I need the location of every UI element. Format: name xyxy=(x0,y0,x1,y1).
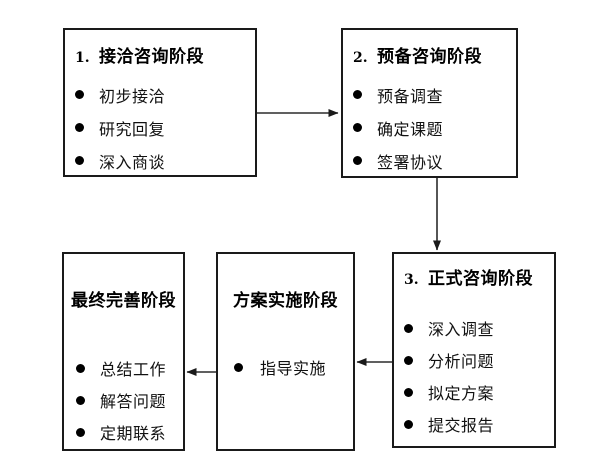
stage-2-header: 2. 预备咨询阶段 xyxy=(343,42,516,67)
stage-3-item-1: 分析问题 xyxy=(428,352,495,371)
list-item: 拟定方案 xyxy=(394,376,554,408)
stage-4-items: 指导实施 xyxy=(218,352,353,382)
list-item: 签署协议 xyxy=(343,144,516,177)
stage-4-title: 方案实施阶段 xyxy=(233,291,338,311)
stage-2-title: 预备咨询阶段 xyxy=(377,47,482,67)
bullet-icon xyxy=(65,123,99,132)
stage-5-item-1: 解答问题 xyxy=(100,392,167,411)
list-item: 深入调查 xyxy=(394,312,554,344)
stage-box-5[interactable]: 最终完善阶段 总结工作 解答问题 定期联系 xyxy=(62,252,185,451)
stage-3-items: 深入调查 分析问题 拟定方案 提交报告 xyxy=(394,312,554,440)
bullet-icon xyxy=(394,420,428,429)
stage-5-item-2: 定期联系 xyxy=(100,424,167,443)
stage-box-2[interactable]: 2. 预备咨询阶段 预备调查 确定课题 签署协议 xyxy=(341,28,518,178)
bullet-icon xyxy=(218,363,248,372)
stage-2-items: 预备调查 确定课题 签署协议 xyxy=(343,78,516,177)
stage-1-header: 1. 接洽咨询阶段 xyxy=(65,42,255,67)
bullet-icon xyxy=(343,123,377,132)
stage-3-item-2: 拟定方案 xyxy=(428,384,495,403)
bullet-icon xyxy=(394,356,428,365)
list-item: 分析问题 xyxy=(394,344,554,376)
stage-1-title: 接洽咨询阶段 xyxy=(99,47,204,67)
bullet-icon xyxy=(343,156,377,165)
bullet-icon xyxy=(65,90,99,99)
stage-1-item-0: 初步接洽 xyxy=(99,86,166,106)
stage-5-item-0: 总结工作 xyxy=(100,360,167,379)
stage-5-title: 最终完善阶段 xyxy=(71,291,176,311)
stage-box-4[interactable]: 方案实施阶段 指导实施 xyxy=(216,252,355,451)
stage-2-item-0: 预备调查 xyxy=(377,86,444,106)
list-item: 提交报告 xyxy=(394,408,554,440)
stage-3-number: 3. xyxy=(404,272,419,288)
stage-2-item-1: 确定课题 xyxy=(377,119,444,139)
stage-2-item-2: 签署协议 xyxy=(377,152,444,172)
list-item: 深入商谈 xyxy=(65,144,255,177)
stage-4-item-0: 指导实施 xyxy=(260,359,327,378)
stage-1-item-1: 研究回复 xyxy=(99,119,166,139)
bullet-icon xyxy=(394,324,428,333)
list-item: 确定课题 xyxy=(343,111,516,144)
stage-3-header: 3. 正式咨询阶段 xyxy=(394,264,554,289)
stage-3-item-3: 提交报告 xyxy=(428,416,495,435)
stage-box-1[interactable]: 1. 接洽咨询阶段 初步接洽 研究回复 深入商谈 xyxy=(63,28,257,177)
list-item: 解答问题 xyxy=(64,384,183,416)
stage-1-item-2: 深入商谈 xyxy=(99,152,166,172)
stage-1-items: 初步接洽 研究回复 深入商谈 xyxy=(65,78,255,177)
list-item: 预备调查 xyxy=(343,78,516,111)
list-item: 定期联系 xyxy=(64,416,183,448)
bullet-icon xyxy=(343,90,377,99)
list-item: 研究回复 xyxy=(65,111,255,144)
stage-box-3[interactable]: 3. 正式咨询阶段 深入调查 分析问题 拟定方案 提交报告 xyxy=(392,252,556,448)
bullet-icon xyxy=(64,396,92,405)
list-item: 初步接洽 xyxy=(65,78,255,111)
stage-3-title: 正式咨询阶段 xyxy=(428,269,533,289)
stage-3-item-0: 深入调查 xyxy=(428,320,495,339)
bullet-icon xyxy=(64,428,92,437)
list-item: 总结工作 xyxy=(64,352,183,384)
stage-5-items: 总结工作 解答问题 定期联系 xyxy=(64,352,183,448)
bullet-icon xyxy=(64,364,92,373)
bullet-icon xyxy=(394,388,428,397)
bullet-icon xyxy=(65,156,99,165)
stage-1-number: 1. xyxy=(75,50,90,66)
stage-2-number: 2. xyxy=(353,50,368,66)
list-item: 指导实施 xyxy=(218,352,353,382)
